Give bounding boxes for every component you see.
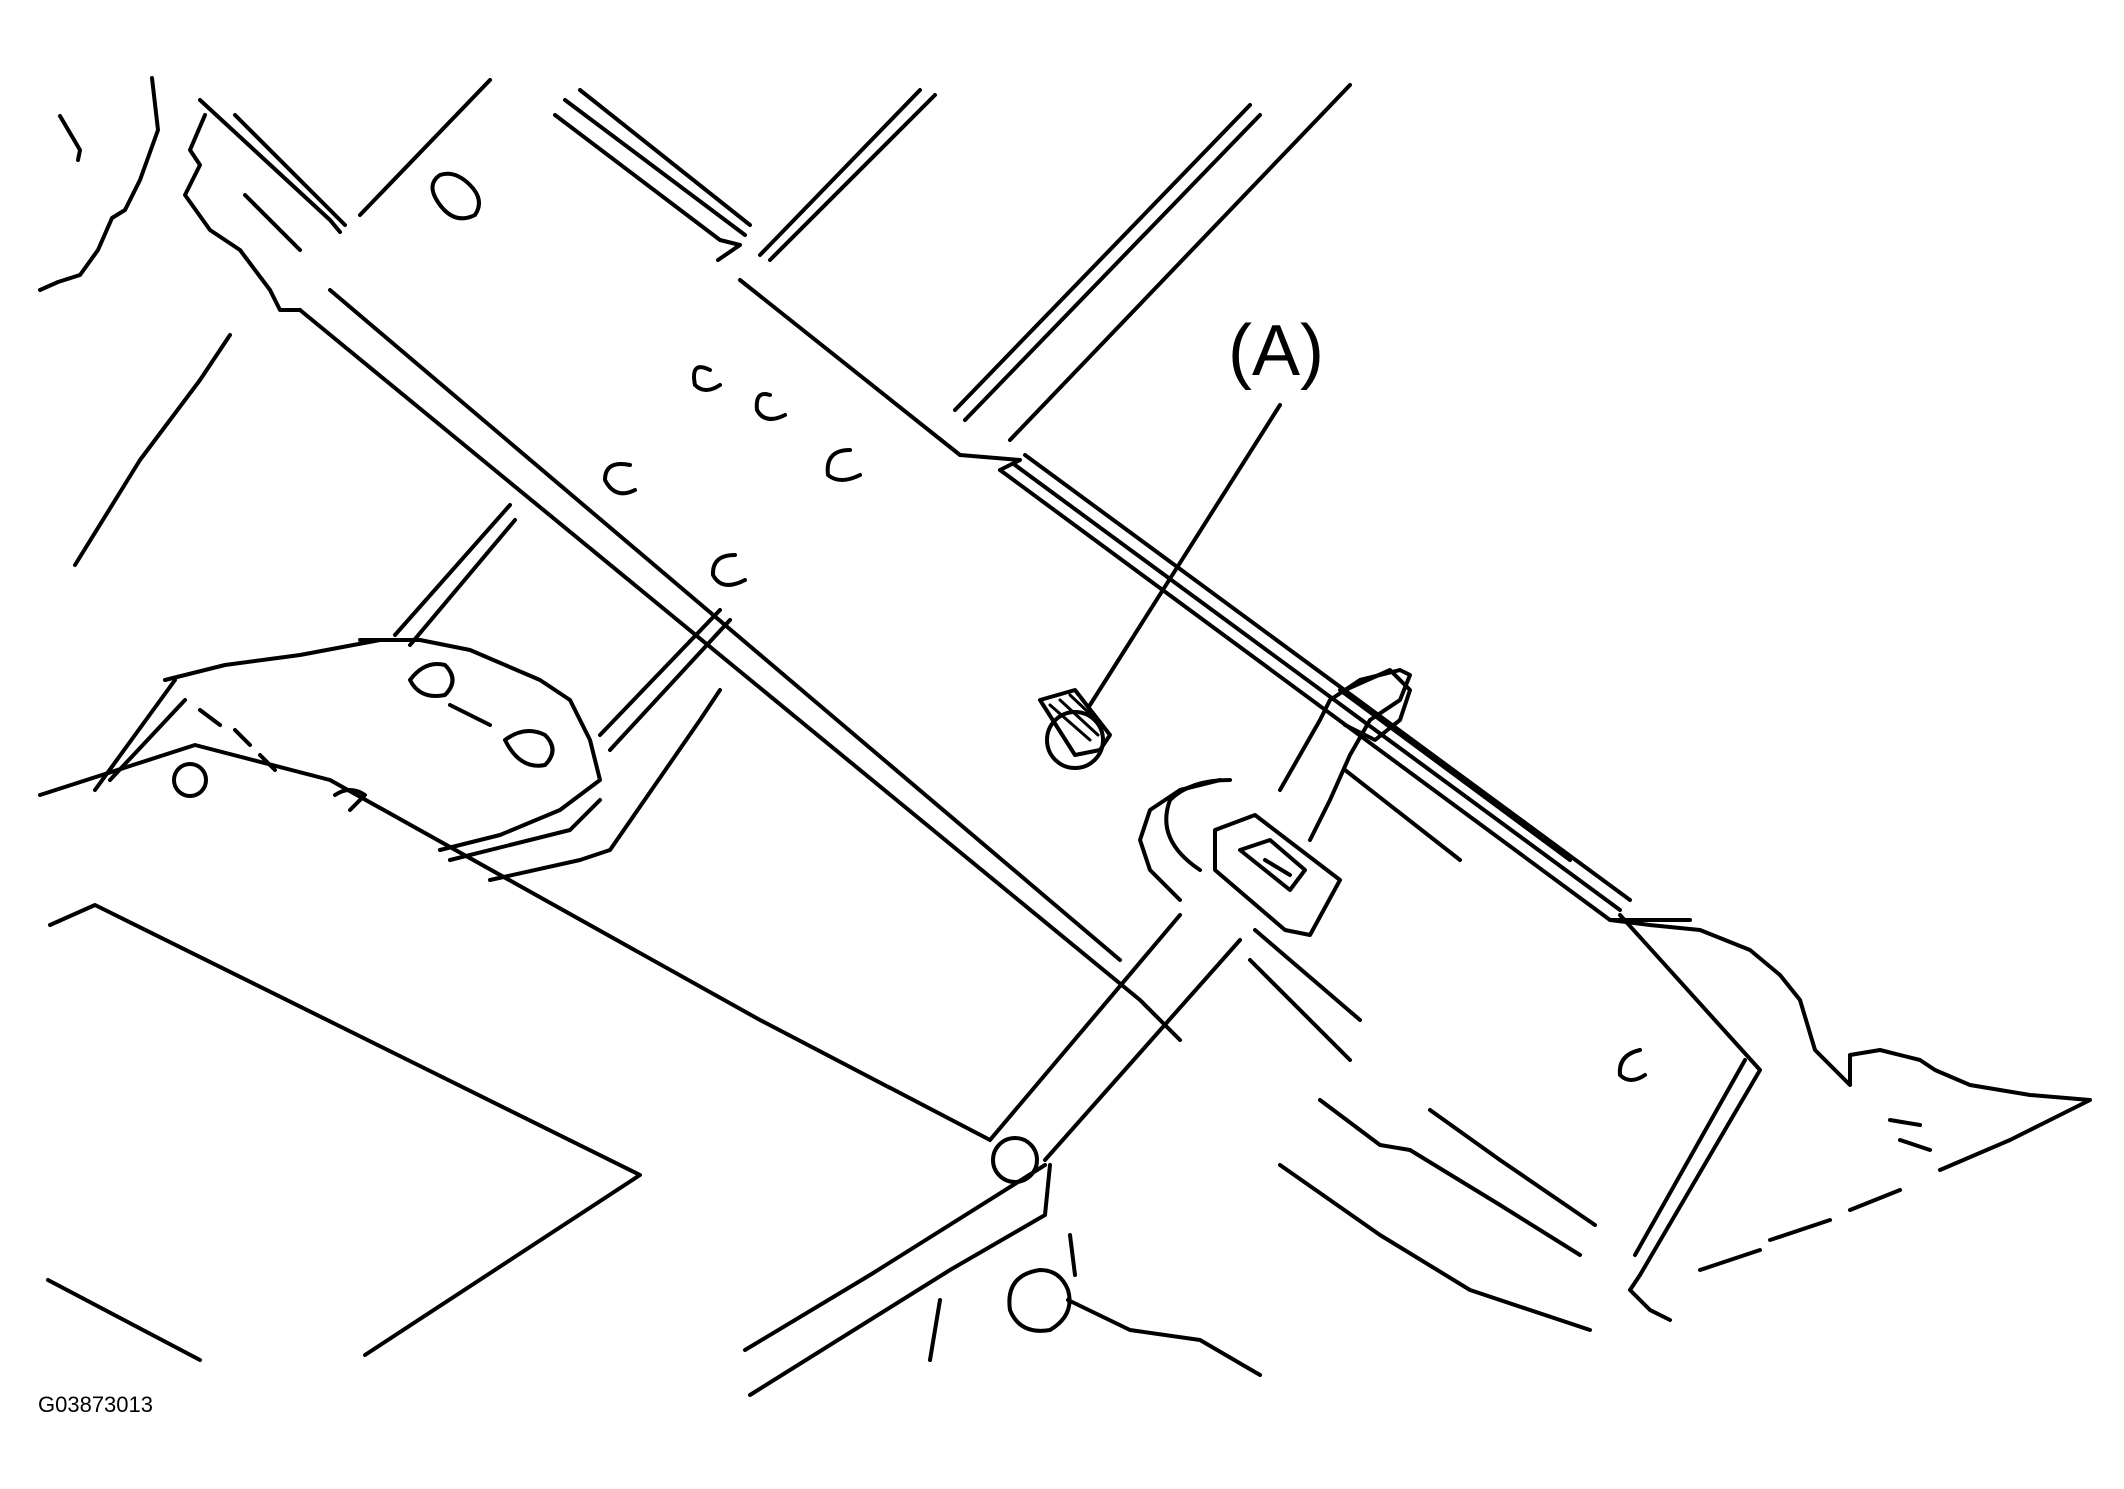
crossmember-edge-4 xyxy=(1338,688,1572,862)
right-contour-dashes xyxy=(1698,1188,1902,1272)
crossmember-lower-body-2 xyxy=(1428,1108,1597,1227)
clamp-bracket xyxy=(1213,813,1342,937)
bolt-hole-1 xyxy=(692,365,722,392)
frame-member-lower-edge xyxy=(298,308,1182,1042)
lower-channel xyxy=(743,1163,1052,1397)
lower-bracket-2 xyxy=(448,798,602,862)
hose-tab xyxy=(1343,668,1412,742)
upper-rail-line-3 xyxy=(578,88,752,227)
frame-member-edge-2 xyxy=(243,193,302,252)
lower-bracket-3 xyxy=(488,688,722,882)
lower-bolt xyxy=(1007,1268,1072,1333)
bolt-hole-5 xyxy=(710,553,747,587)
lower-frame-top xyxy=(163,638,382,682)
bolt-hole-4 xyxy=(825,448,862,482)
bolt-hole-right xyxy=(1617,1048,1647,1082)
bottom-left-line xyxy=(46,1278,202,1362)
lower-cable xyxy=(1066,1298,1262,1377)
frame-member-edge-1 xyxy=(233,113,347,227)
lower-frame-line xyxy=(38,743,992,1142)
bolt-hole-3 xyxy=(603,462,637,496)
bolt-a-icon xyxy=(1038,688,1112,770)
frame-member-body-left xyxy=(183,113,302,312)
long-rail-line-2 xyxy=(963,113,1262,422)
lower-bracket xyxy=(358,638,602,852)
corner-clip xyxy=(430,171,481,221)
upper-rail-body xyxy=(738,278,1022,472)
mid-diagonal xyxy=(393,503,732,752)
upper-rail-end-2 xyxy=(768,93,937,262)
crossmember-end-inner xyxy=(1633,1058,1747,1257)
frame-member-outline-top xyxy=(198,98,342,234)
crossmember-lower-body xyxy=(1278,1163,1592,1332)
upper-rail-line-1 xyxy=(553,113,742,262)
crossmember-edge-5 xyxy=(1343,768,1462,862)
upper-rail-end-1 xyxy=(758,88,922,257)
long-tube-lower xyxy=(1043,938,1242,1162)
hose-bend-arc xyxy=(1164,778,1232,872)
lower-frame-side xyxy=(93,678,187,792)
crossmember-end-lower xyxy=(1318,1098,1582,1257)
upper-left-contour xyxy=(38,76,160,292)
figure-id: G03873013 xyxy=(38,1392,153,1417)
upper-left-diagonal xyxy=(73,333,232,567)
crossmember-edge-2 xyxy=(1013,463,1622,912)
bolt-hole-2 xyxy=(754,392,787,421)
crossmember-edge-7 xyxy=(1248,958,1352,1062)
long-rail-line-1 xyxy=(953,103,1252,412)
callout-label-a: (A) xyxy=(1228,311,1324,391)
right-contour xyxy=(1608,918,2092,1172)
lower-bracket-dashes xyxy=(198,703,492,772)
hose-bend-outer xyxy=(1278,668,1412,842)
callout-leader-line xyxy=(1088,403,1282,707)
lower-bracket-slots xyxy=(333,662,555,812)
upper-rail-line-2 xyxy=(563,98,747,237)
right-contour-small xyxy=(1888,1118,1932,1152)
lower-channel-side xyxy=(928,1233,1077,1362)
hose-bend-inner xyxy=(1138,778,1222,902)
crossmember-edge-3 xyxy=(1023,453,1632,902)
long-tube-upper xyxy=(988,913,1182,1142)
bottom-plate xyxy=(48,903,642,1357)
crossmember-end-box xyxy=(1618,913,1762,1322)
crossmember-edge-6 xyxy=(1253,928,1362,1022)
frame-member-top-edge xyxy=(358,78,492,217)
long-rail-line-3 xyxy=(1008,83,1352,442)
mount-bolt-left xyxy=(172,762,208,798)
